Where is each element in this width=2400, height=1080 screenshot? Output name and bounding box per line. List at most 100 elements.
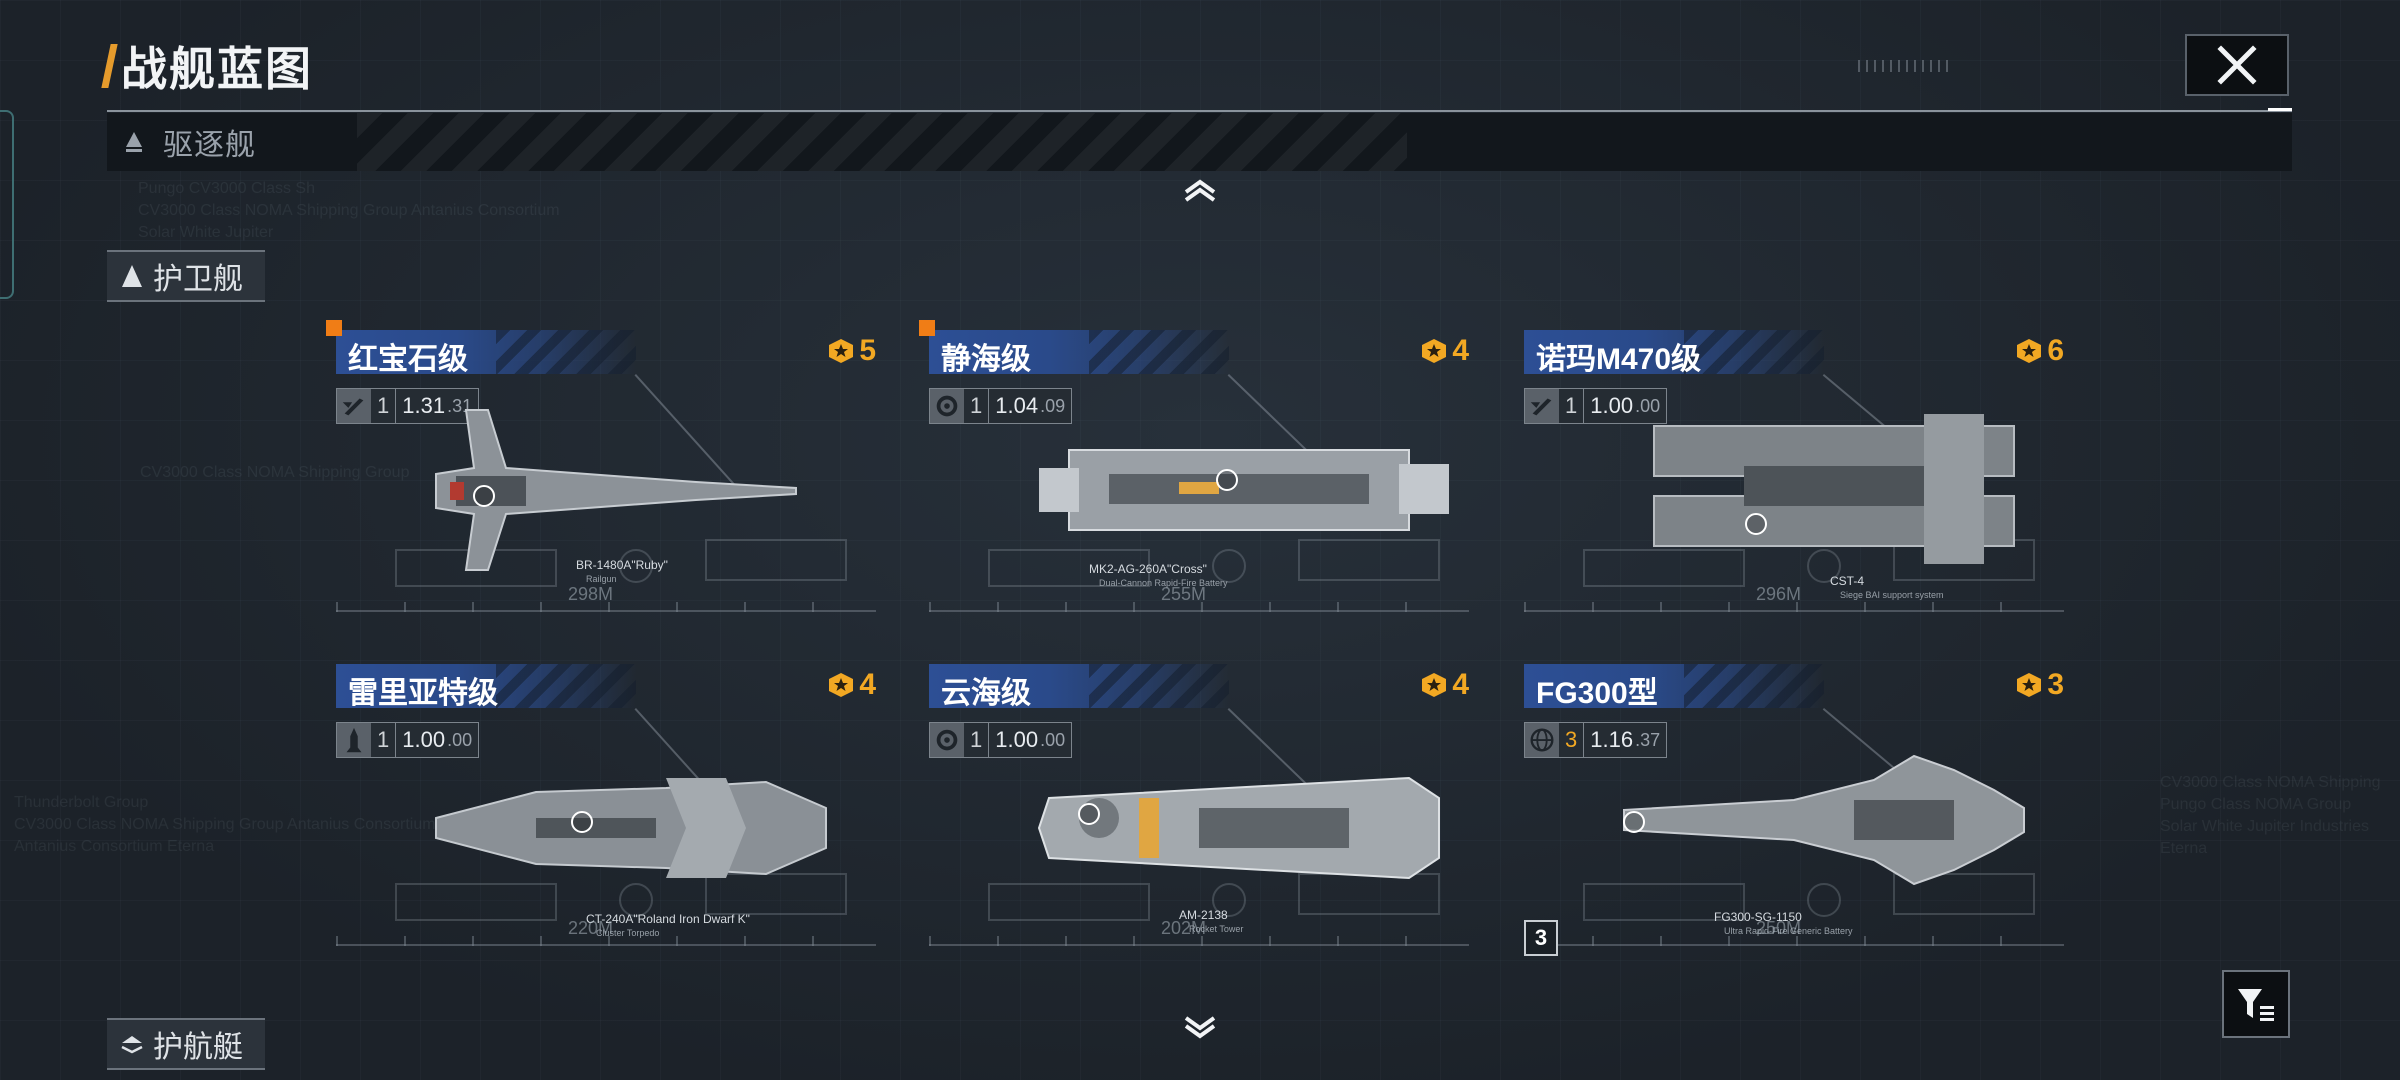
- star-count: 5: [859, 334, 876, 367]
- ratio-main: 1.00: [1590, 393, 1634, 418]
- star-rating-icon: [2017, 339, 2042, 363]
- ship-name: 雷里亚特级: [348, 677, 498, 710]
- ship-level: 1: [964, 723, 990, 757]
- ship-ratio: 1.00.00: [1584, 389, 1666, 423]
- weapon-name: AM-2138: [1179, 908, 1228, 922]
- header-decoration: [1858, 60, 1948, 72]
- ship-name-band: [336, 664, 636, 708]
- ship-model: [1039, 430, 1459, 555]
- bg-text-2: CV3000 Class NOMA Shipping Group: [140, 464, 410, 481]
- length-ruler: [929, 602, 1469, 632]
- filter-icon: [2238, 989, 2274, 1021]
- filter-button[interactable]: [2222, 970, 2290, 1038]
- weapon-hardpoint-icon[interactable]: [1744, 512, 1768, 536]
- weapon-name: BR-1480A"Ruby": [576, 558, 668, 572]
- weapon-type: Dual-Cannon Rapid-Fire Battery: [1099, 578, 1228, 588]
- weapon-hardpoint-icon[interactable]: [1622, 810, 1646, 834]
- page-title: 战舰蓝图: [121, 43, 313, 95]
- corvette-class-button[interactable]: 护航艇: [107, 1018, 265, 1070]
- ratio-main: 1.00: [402, 727, 446, 752]
- star-rating-icon: [829, 673, 854, 697]
- side-drawer-tab[interactable]: [0, 110, 14, 299]
- star-count: 4: [859, 668, 876, 701]
- ship-length: 202M: [1161, 918, 1207, 938]
- star-rating-icon: [829, 339, 854, 363]
- weapon-type: Railgun: [586, 574, 617, 584]
- ship-gear-icon: [936, 729, 958, 751]
- star-rating: 4: [827, 668, 876, 702]
- weapon-type: Rocket Tower: [1189, 924, 1244, 934]
- ratio-sub: .00: [1635, 395, 1661, 416]
- destroyer-class-icon: [123, 131, 145, 153]
- ship-length: 296M: [1756, 584, 1802, 604]
- length-ruler: [929, 936, 1469, 966]
- ship-name: 云海级: [941, 677, 1031, 710]
- ship-model: [1624, 406, 2044, 581]
- blueprint-sketch: [1583, 873, 2035, 921]
- weapon-type: Ultra Rapid-Fire Generic Battery: [1724, 926, 1853, 936]
- ratio-main: 1.31: [402, 393, 446, 418]
- ship-name-band: [929, 664, 1229, 708]
- ship-gear-icon: [936, 395, 958, 417]
- ship-ratio: 1.16.37: [1584, 723, 1666, 757]
- category-bar-stripes: [357, 113, 1407, 171]
- length-ruler: [336, 602, 876, 632]
- ship-type-badge: [337, 723, 371, 757]
- ship-type-badge: [930, 723, 964, 757]
- weapon-type: Cluster Torpedo: [596, 928, 660, 938]
- ship-type-badge: [1525, 723, 1559, 757]
- ship-name: 静海级: [941, 343, 1031, 376]
- star-rating: 6: [2015, 334, 2064, 368]
- bg-text-4: CV3000 Class NOMA Shipping Pungo Class N…: [2160, 774, 2381, 857]
- ship-model: [396, 390, 816, 595]
- weapon-name: CST-4: [1830, 574, 1865, 588]
- weapon-hardpoint-icon[interactable]: [1215, 468, 1239, 492]
- ship-name: FG300型: [1536, 677, 1658, 710]
- ship-name-band: [1524, 664, 1824, 708]
- close-icon: [2217, 45, 2257, 85]
- scroll-down-icon[interactable]: [1182, 1012, 1218, 1042]
- header-divider-accent: [2268, 108, 2292, 111]
- ship-model: [426, 758, 846, 903]
- ratio-sub: .09: [1040, 395, 1066, 416]
- weapon-name: MK2-AG-260A"Cross": [1089, 562, 1207, 576]
- close-button[interactable]: [2185, 34, 2289, 96]
- scroll-up-icon[interactable]: [1182, 176, 1218, 206]
- blueprint-sketch: [395, 873, 847, 921]
- fighter-icon: [1530, 398, 1552, 416]
- weapon-hardpoint-icon[interactable]: [1077, 802, 1101, 826]
- ship-type-badge: [337, 389, 371, 423]
- header-divider: [107, 110, 2292, 112]
- corvette-class-label: 护航艇: [153, 1031, 243, 1064]
- escort-class-button[interactable]: 护卫舰: [107, 250, 265, 302]
- ship-name-band: [1524, 330, 1824, 374]
- ship-type-badge: [930, 389, 964, 423]
- ship-level: 1: [1559, 389, 1585, 423]
- ratio-main: 1.16: [1590, 727, 1634, 752]
- page-header: 战舰蓝图: [101, 38, 313, 95]
- ratio-sub: .37: [1635, 729, 1661, 750]
- weapon-name: CT-240A"Roland Iron Dwarf K": [586, 912, 750, 926]
- ship-ratio: 1.00.00: [989, 723, 1071, 757]
- weapon-hardpoint-icon[interactable]: [472, 484, 496, 508]
- corvette-class-icon: [119, 1031, 145, 1057]
- star-rating: 4: [1420, 334, 1469, 368]
- star-count: 6: [2047, 334, 2064, 367]
- ship-length: 220M: [568, 918, 614, 938]
- escort-class-label: 护卫舰: [153, 263, 243, 296]
- weapon-name: FG300-SG-1150: [1714, 910, 1802, 924]
- blueprint-sketch: [988, 539, 1440, 587]
- bg-text-3: Thunderbolt Group CV3000 Class NOMA Ship…: [14, 794, 436, 855]
- star-rating-icon: [1422, 673, 1447, 697]
- category-bar[interactable]: 驱逐舰: [107, 113, 2292, 171]
- weapon-hardpoint-icon[interactable]: [570, 810, 594, 834]
- frigate-class-icon: [119, 263, 145, 289]
